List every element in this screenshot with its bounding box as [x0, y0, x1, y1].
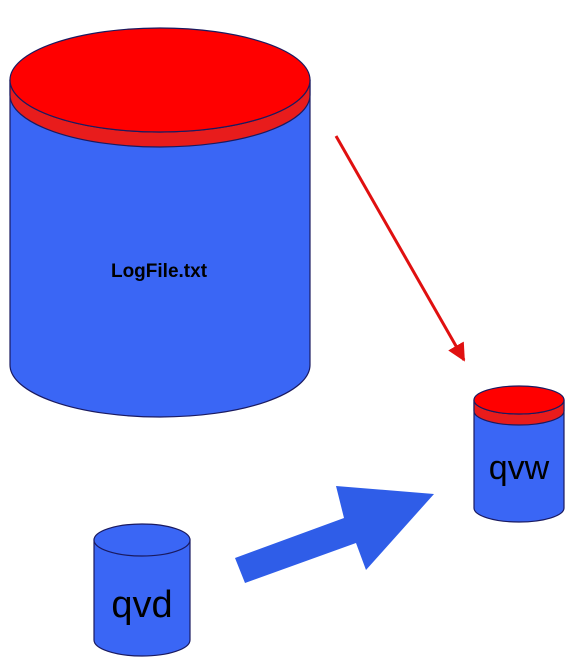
logfile-label: LogFile.txt — [111, 261, 208, 282]
logfile-cylinder-top — [9, 27, 311, 133]
qvw-cylinder-body — [473, 399, 565, 523]
logfile-to-qvw-arrow — [334, 135, 466, 362]
qvd-label: qvd — [111, 584, 172, 626]
qvd-to-qvw-arrow — [235, 486, 434, 583]
qvd-cylinder-top — [93, 523, 191, 557]
qvd-cylinder: qvd — [93, 523, 191, 657]
logfile-cylinder-body — [9, 79, 311, 418]
logfile-cylinder: LogFile.txt — [9, 27, 311, 418]
qvw-cylinder-top — [473, 385, 565, 415]
qvw-cylinder: qvw — [473, 385, 565, 523]
qvd-cylinder-body — [93, 539, 191, 657]
qvw-label: qvw — [489, 449, 550, 487]
